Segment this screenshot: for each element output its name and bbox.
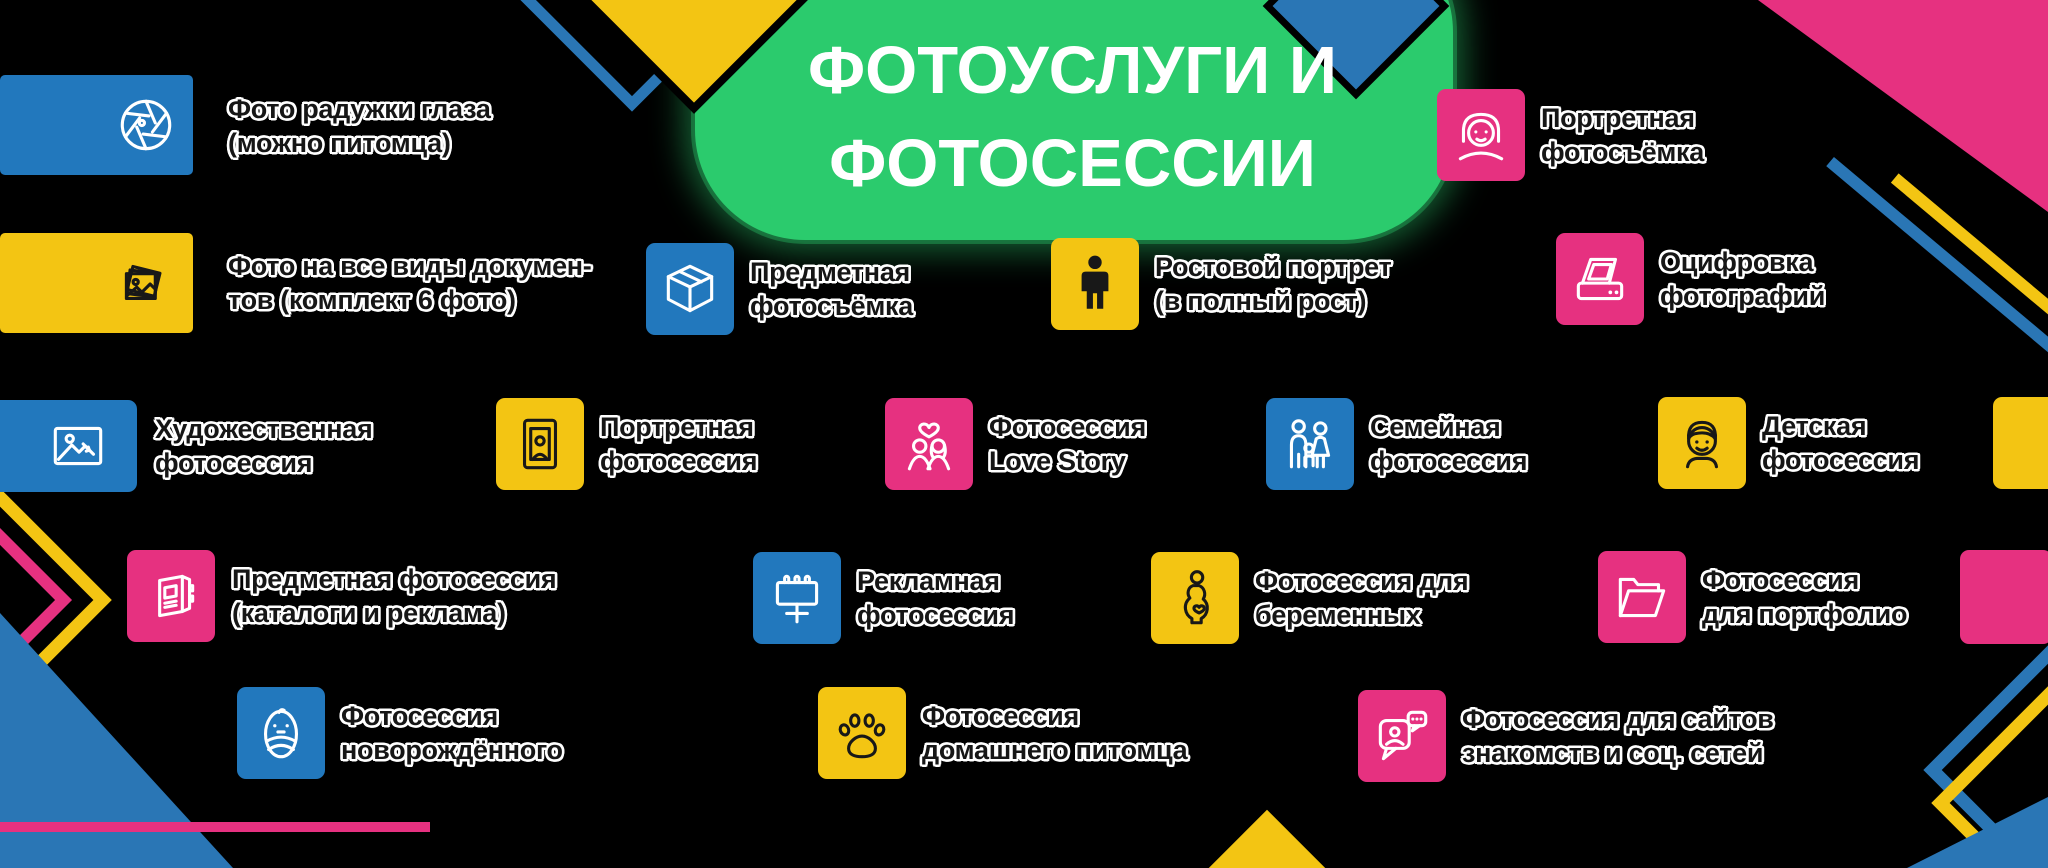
partial-tile-pink-right — [1960, 550, 2048, 644]
woman-portrait-icon — [1448, 102, 1514, 168]
partial-tile-yellow-right — [1993, 397, 2048, 489]
service-label: Ростовой портрет(в полный рост) — [1155, 252, 1392, 316]
scanner-icon — [1567, 246, 1633, 312]
service-tile-advertising — [753, 552, 841, 644]
paw-icon — [829, 700, 895, 766]
baby-icon — [248, 700, 314, 766]
page-title: ФОТОУСЛУГИ И ФОТОСЕССИИ — [690, 24, 1455, 210]
child-icon — [1669, 410, 1735, 476]
service-label: Фото на все виды докумен-тов (комплект 6… — [228, 251, 592, 315]
service-tile-document-photos — [0, 233, 193, 333]
pregnant-icon — [1162, 565, 1228, 631]
service-tile-love-story — [885, 398, 973, 490]
package-box-icon — [657, 256, 723, 322]
deco-pink-line-bottom — [0, 822, 430, 832]
service-tile-maternity — [1151, 552, 1239, 644]
service-tile-artistic — [0, 400, 137, 492]
catalog-icon — [138, 563, 204, 629]
deco-yellow-diamond-bottom — [1146, 809, 1388, 868]
title-line-1: ФОТОУСЛУГИ И — [808, 33, 1337, 108]
art-image-icon — [45, 413, 111, 479]
service-tile-portrait-session — [496, 398, 584, 490]
service-tile-catalog — [127, 550, 215, 642]
portrait-frame-icon — [507, 411, 573, 477]
photo-stack-icon — [113, 250, 179, 316]
folder-icon — [1609, 564, 1675, 630]
chat-bubbles-icon — [1369, 703, 1435, 769]
deco-blue-triangle-bottom-right — [1907, 797, 2048, 868]
service-tile-dating-sites — [1358, 690, 1446, 782]
service-tile-product-shoot — [646, 243, 734, 335]
title-line-2: ФОТОСЕССИИ — [829, 126, 1316, 201]
service-tile-iris-photo — [0, 75, 193, 175]
service-tile-newborn — [237, 687, 325, 779]
service-tile-full-height-portrait — [1051, 238, 1139, 330]
service-tile-portfolio — [1598, 551, 1686, 643]
service-tile-pet — [818, 687, 906, 779]
service-tile-portrait-shoot — [1437, 89, 1525, 181]
love-couple-icon — [896, 411, 962, 477]
family-icon — [1277, 411, 1343, 477]
service-tile-digitization — [1556, 233, 1644, 325]
service-tile-children — [1658, 397, 1746, 489]
standing-person-icon — [1062, 251, 1128, 317]
service-label: Предметная фотосессия(каталоги и реклама… — [232, 564, 557, 628]
service-tile-family — [1266, 398, 1354, 490]
aperture-icon — [113, 92, 179, 158]
billboard-icon — [764, 565, 830, 631]
service-label: Фото радужки глаза(можно питомца) — [228, 94, 491, 158]
